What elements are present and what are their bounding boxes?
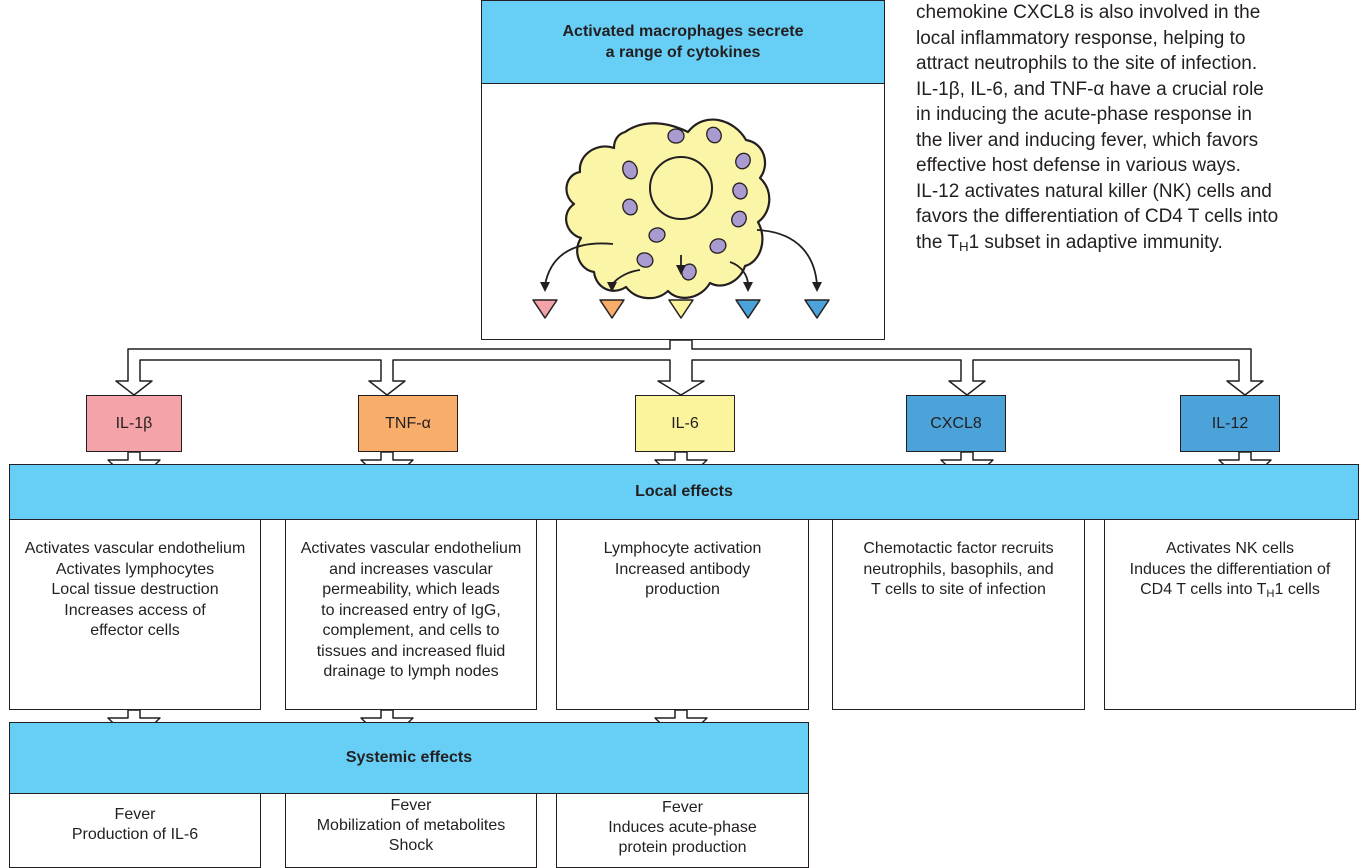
local-effects-banner: Local effects bbox=[9, 464, 1359, 520]
caption-line: IL-12 activates natural killer (NK) cell… bbox=[916, 180, 1272, 202]
cytokine-label: CXCL8 bbox=[930, 414, 982, 432]
vesicle bbox=[731, 210, 747, 228]
arrowhead-icon bbox=[743, 282, 753, 292]
effect-line: and increases vascular bbox=[329, 560, 493, 578]
secretion-arrow bbox=[544, 242, 614, 286]
effect-line: Production of IL-6 bbox=[71, 826, 199, 843]
cytokine-label: IL-6 bbox=[671, 414, 699, 432]
nucleus bbox=[649, 156, 713, 220]
effect-line: Activates vascular endothelium bbox=[24, 540, 246, 557]
effect-line: tissues and increased fluid bbox=[316, 642, 506, 660]
title-line-1: Activated macrophages secrete bbox=[562, 23, 804, 40]
caption-line: the liver and inducing fever, which favo… bbox=[916, 129, 1259, 151]
systemic-effect-tnfa: Fever Mobilization of metabolites Shock bbox=[285, 793, 537, 868]
arrowhead-icon bbox=[607, 282, 617, 292]
cytokine-triangle-tnfa bbox=[599, 299, 625, 319]
cytokine-triangle-cxcl8 bbox=[735, 299, 761, 319]
caption-line: favors the differentiation of CD4 T cell… bbox=[916, 206, 1279, 227]
vesicle bbox=[735, 152, 751, 170]
effect-line: protein production bbox=[618, 839, 747, 856]
effect-line: to increased entry of IgG, bbox=[321, 601, 501, 619]
effect-line: permeability, which leads bbox=[322, 581, 500, 598]
local-effect-il1b: Activates vascular endothelium Activates… bbox=[9, 519, 261, 710]
cytokine-label: IL-12 bbox=[1211, 414, 1249, 432]
cytokine-box-il6: IL-6 bbox=[635, 395, 735, 452]
local-effects-title: Local effects bbox=[635, 483, 733, 500]
effect-line: Lymphocyte activation bbox=[603, 540, 762, 557]
effect-line: Activates lymphocytes bbox=[55, 560, 215, 578]
effect-line: T cells to site of infection bbox=[871, 581, 1046, 598]
effect-line: Activates NK cells bbox=[1165, 540, 1295, 557]
effect-line: Induces the differentiation of bbox=[1129, 560, 1331, 578]
cytokine-triangle-il6 bbox=[668, 299, 694, 319]
effect-line: Induces acute-phase bbox=[608, 819, 757, 836]
effect-line: Fever bbox=[390, 797, 432, 814]
systemic-effects-title: Systemic effects bbox=[345, 749, 473, 766]
vesicle bbox=[732, 182, 748, 200]
vesicle bbox=[706, 126, 722, 144]
arrowhead-icon bbox=[812, 282, 822, 292]
secretion-arrow bbox=[756, 229, 818, 286]
effect-line: drainage to lymph nodes bbox=[323, 663, 499, 680]
effect-line: neutrophils, basophils, and bbox=[863, 560, 1054, 578]
cytokine-label: TNF-α bbox=[385, 414, 431, 432]
vesicle bbox=[636, 252, 654, 268]
cytokine-triangle-il12 bbox=[804, 299, 830, 319]
caption-line-last: the TH1 subset in adaptive immunity. bbox=[916, 231, 1223, 254]
caption-line: IL-1β, IL-6, and TNF-α have a crucial ro… bbox=[916, 78, 1264, 100]
macrophage-title: Activated macrophages secrete a range of… bbox=[481, 0, 885, 84]
local-effect-cxcl8: Chemotactic factor recruits neutrophils,… bbox=[832, 519, 1085, 710]
vesicle bbox=[709, 238, 727, 254]
effect-line: complement, and cells to bbox=[322, 622, 500, 639]
arrowhead-icon bbox=[540, 282, 550, 292]
vesicle bbox=[622, 160, 638, 180]
effect-line: Shock bbox=[388, 837, 434, 854]
cytokine-label: IL-1β bbox=[115, 414, 153, 432]
cytokine-box-tnfa: TNF-α bbox=[358, 395, 458, 452]
systemic-effects-banner: Systemic effects bbox=[9, 722, 809, 794]
cytokine-box-il1b: IL-1β bbox=[86, 395, 182, 452]
caption-line: attract neutrophils to the site of infec… bbox=[916, 53, 1258, 74]
effect-line: Fever bbox=[114, 806, 156, 823]
effect-line: Local tissue destruction bbox=[51, 581, 219, 598]
effect-line-th1: CD4 T cells into TH1 cells bbox=[1140, 581, 1320, 600]
arrowhead-icon bbox=[676, 265, 686, 275]
distribution-connector bbox=[115, 339, 1264, 396]
effect-line: Activates vascular endothelium bbox=[300, 540, 522, 557]
local-effect-il12: Activates NK cells Induces the different… bbox=[1104, 519, 1356, 710]
cytokine-box-cxcl8: CXCL8 bbox=[906, 395, 1006, 452]
caption-line: chemokine CXCL8 is also involved in the bbox=[916, 2, 1261, 23]
cytokine-triangle-il1b bbox=[532, 299, 558, 319]
effect-line: Increases access of bbox=[64, 601, 206, 619]
caption-line: in inducing the acute-phase response in bbox=[916, 104, 1252, 125]
local-effect-il6: Lymphocyte activation Increased antibody… bbox=[556, 519, 809, 710]
effect-line: Fever bbox=[662, 799, 703, 816]
systemic-effect-il1b: Fever Production of IL-6 bbox=[9, 793, 261, 868]
caption: chemokine CXCL8 is also involved in the … bbox=[916, 0, 1346, 259]
cytokine-box-il12: IL-12 bbox=[1180, 395, 1280, 452]
vesicle bbox=[622, 198, 638, 216]
caption-line: effective host defense in various ways. bbox=[916, 155, 1241, 176]
title-line-2: a range of cytokines bbox=[605, 44, 761, 61]
effect-line: effector cells bbox=[90, 622, 180, 639]
vesicle bbox=[648, 227, 666, 243]
effect-line: production bbox=[645, 581, 720, 598]
local-effect-tnfa: Activates vascular endothelium and incre… bbox=[285, 519, 537, 710]
systemic-effect-il6: Fever Induces acute-phase protein produc… bbox=[556, 793, 809, 868]
effect-line: Chemotactic factor recruits bbox=[863, 540, 1054, 557]
vesicle bbox=[667, 128, 685, 144]
caption-line: local inflammatory response, helping to bbox=[916, 27, 1246, 49]
effect-line: Mobilization of metabolites bbox=[316, 817, 506, 834]
effect-line: Increased antibody bbox=[614, 560, 751, 578]
